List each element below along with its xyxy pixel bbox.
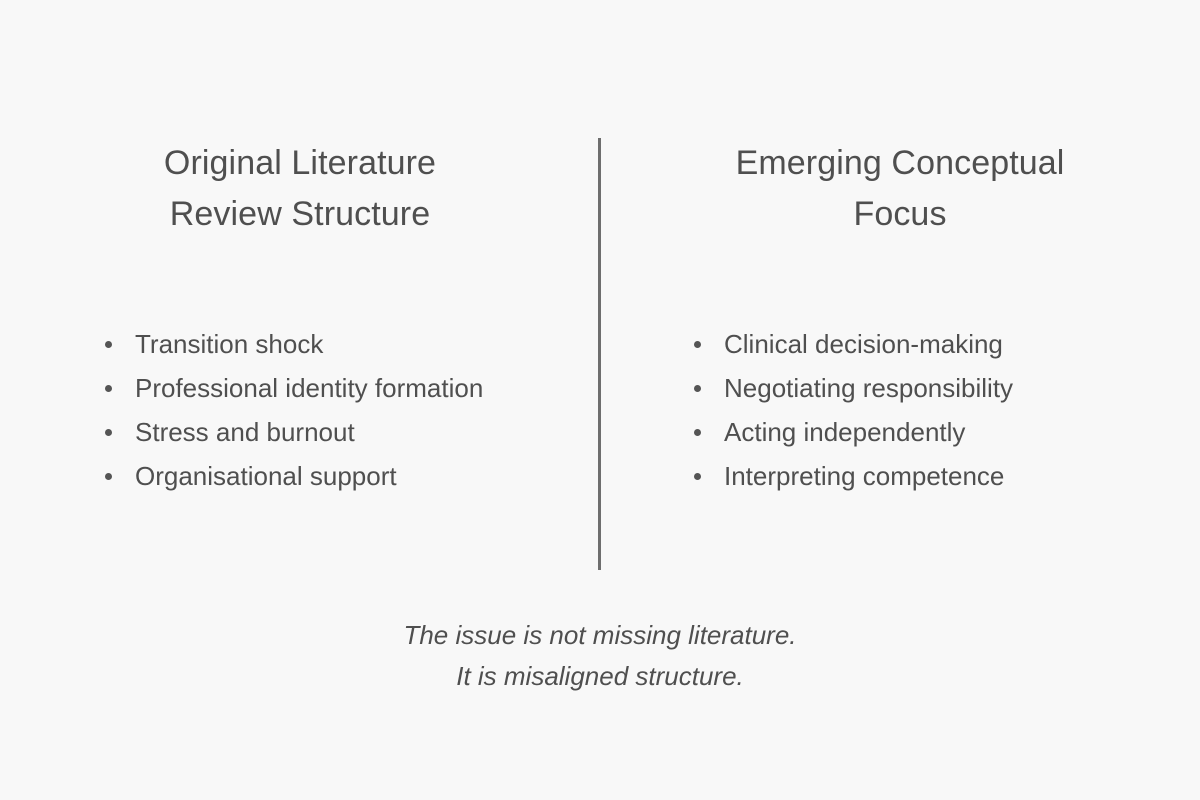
footer-statement-line-1: The issue is not missing literature.: [403, 620, 797, 650]
bullet-dot-icon: [105, 341, 112, 348]
column-right-heading-line-1: Emerging Conceptual: [735, 144, 1065, 182]
list-item-label: Acting independently: [724, 417, 966, 447]
bullet-dot-icon: [694, 473, 701, 480]
comparison-columns: Original Literature Review Structure Tra…: [0, 0, 1200, 600]
list-item: Negotiating responsibility: [689, 366, 1013, 410]
list-item-label: Clinical decision-making: [724, 329, 1003, 359]
list-item-label: Negotiating responsibility: [724, 373, 1014, 403]
list-item-label: Organisational support: [135, 461, 397, 491]
list-item-label: Professional identity formation: [135, 373, 484, 403]
list-item-label: Transition shock: [135, 329, 324, 359]
list-item: Interpreting competence: [689, 454, 1013, 498]
footer-statement: The issue is not missing literature. It …: [0, 615, 1200, 697]
column-original-literature-review-structure: Original Literature Review Structure Tra…: [0, 0, 600, 600]
list-item-label: Stress and burnout: [135, 417, 355, 447]
list-item: Organisational support: [100, 454, 483, 498]
column-left-heading: Original Literature Review Structure: [0, 138, 600, 240]
bullet-dot-icon: [694, 385, 701, 392]
list-item: Clinical decision-making: [689, 322, 1013, 366]
bullet-dot-icon: [105, 385, 112, 392]
list-item-label: Interpreting competence: [724, 461, 1005, 491]
column-left-heading-line-2: Review Structure: [169, 195, 431, 233]
column-right-heading: Emerging Conceptual Focus: [600, 138, 1200, 240]
list-item: Acting independently: [689, 410, 1013, 454]
list-item: Professional identity formation: [100, 366, 483, 410]
bullet-dot-icon: [694, 429, 701, 436]
list-item: Transition shock: [100, 322, 483, 366]
vertical-divider: [598, 138, 601, 570]
column-right-bullet-list: Clinical decision-making Negotiating res…: [689, 322, 1013, 498]
bullet-dot-icon: [105, 429, 112, 436]
bullet-dot-icon: [694, 341, 701, 348]
column-left-heading-line-1: Original Literature: [163, 144, 437, 182]
column-right-heading-line-2: Focus: [853, 195, 947, 233]
column-left-bullet-list: Transition shock Professional identity f…: [100, 322, 483, 498]
bullet-dot-icon: [105, 473, 112, 480]
column-emerging-conceptual-focus: Emerging Conceptual Focus Clinical decis…: [600, 0, 1200, 600]
list-item: Stress and burnout: [100, 410, 483, 454]
footer-statement-line-2: It is misaligned structure.: [456, 661, 744, 691]
